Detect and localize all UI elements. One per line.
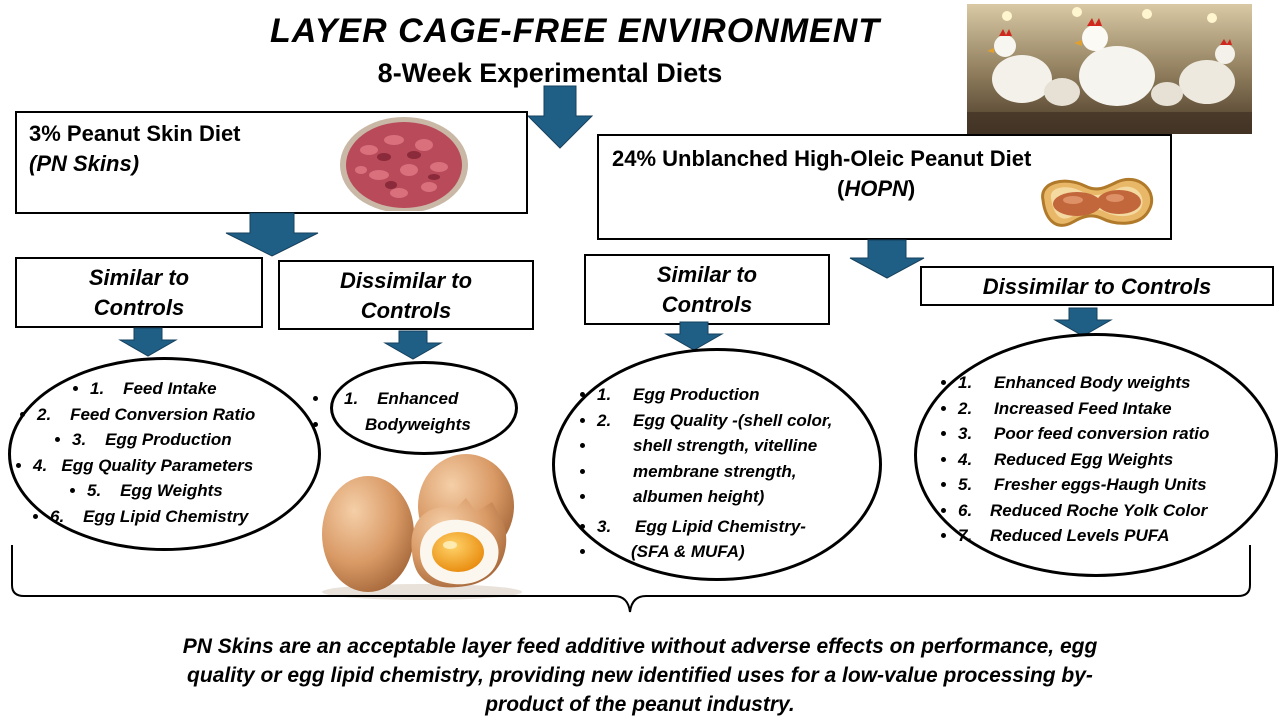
page-subtitle: 8-Week Experimental Diets xyxy=(377,58,723,88)
peanut-pod-icon xyxy=(1035,170,1159,234)
list-item: 7.Reduced Levels PUFA xyxy=(958,523,1268,549)
down-arrow-icon xyxy=(383,330,443,360)
list-item: 6. Egg Lipid Chemistry xyxy=(8,504,321,530)
down-arrow-icon xyxy=(225,212,319,257)
peanut-skins-photo xyxy=(339,115,469,213)
hopn-similar-heading: Similar to Controls xyxy=(584,254,830,325)
list-item: 4. Egg Quality Parameters xyxy=(8,453,321,479)
pn-dissimilar-list: 1. Enhanced Bodyweights xyxy=(330,386,518,437)
hopn-similar-ellipse xyxy=(552,348,882,581)
pn-diet-name: 3% Peanut Skin Diet xyxy=(29,121,241,146)
list-item: 1. Feed Intake xyxy=(8,376,321,402)
list-item: 1. Enhanced xyxy=(330,386,518,412)
pn-similar-ellipse xyxy=(8,357,321,551)
hopn-diet-box: 24% Unblanched High-Oleic Peanut Diet (H… xyxy=(597,134,1172,240)
list-item: 3. Egg Production xyxy=(8,427,321,453)
pn-dissimilar-ellipse xyxy=(330,361,518,455)
hopn-dissimilar-heading: Dissimilar to Controls xyxy=(920,266,1274,306)
list-item: 5. Egg Weights xyxy=(8,478,321,504)
chickens-photo xyxy=(967,4,1252,134)
down-arrow-icon xyxy=(118,327,178,357)
pn-dissimilar-heading: Dissimilar to Controls xyxy=(278,260,534,330)
pn-similar-list: 1. Feed Intake 2. Feed Conversion Ratio … xyxy=(8,376,321,529)
hopn-dissimilar-list: 1.Enhanced Body weights 2.Increased Feed… xyxy=(958,370,1268,549)
list-item: 1.Enhanced Body weights xyxy=(958,370,1268,396)
hopn-diet-abbr: (HOPN) xyxy=(837,176,916,201)
list-item: 3.Poor feed conversion ratio xyxy=(958,421,1268,447)
curly-brace xyxy=(11,545,1251,613)
list-item: 3.Egg Lipid Chemistry- (SFA & MUFA) xyxy=(597,514,882,565)
eggs-photo xyxy=(316,452,528,602)
list-item-continued: Bodyweights xyxy=(330,412,518,438)
list-item: 2. Feed Conversion Ratio xyxy=(8,402,321,428)
down-arrow-icon xyxy=(1053,307,1113,337)
pn-diet-abbr: (PN Skins) xyxy=(29,151,140,176)
list-item: 6.Reduced Roche Yolk Color xyxy=(958,498,1268,524)
list-item: 5.Fresher eggs-Haugh Units xyxy=(958,472,1268,498)
list-item: 2.Egg Quality -(shell color, shell stren… xyxy=(597,408,882,510)
list-item: 2.Increased Feed Intake xyxy=(958,396,1268,422)
down-arrow-icon xyxy=(849,239,925,279)
hopn-similar-list: 1.Egg Production 2.Egg Quality -(shell c… xyxy=(597,382,882,565)
hopn-dissimilar-ellipse xyxy=(914,333,1278,577)
page-title: LAYER CAGE-FREE ENVIRONMENT xyxy=(269,12,881,50)
down-arrow-icon xyxy=(526,85,594,149)
pn-skins-diet-box: 3% Peanut Skin Diet (PN Skins) xyxy=(15,111,528,214)
list-item: 4.Reduced Egg Weights xyxy=(958,447,1268,473)
pn-similar-heading: Similar to Controls xyxy=(15,257,263,328)
down-arrow-icon xyxy=(664,321,724,351)
list-item: 1.Egg Production xyxy=(597,382,882,408)
conclusion-text: PN Skins are an acceptable layer feed ad… xyxy=(182,635,1098,716)
hopn-diet-name: 24% Unblanched High-Oleic Peanut Diet xyxy=(612,146,1032,171)
